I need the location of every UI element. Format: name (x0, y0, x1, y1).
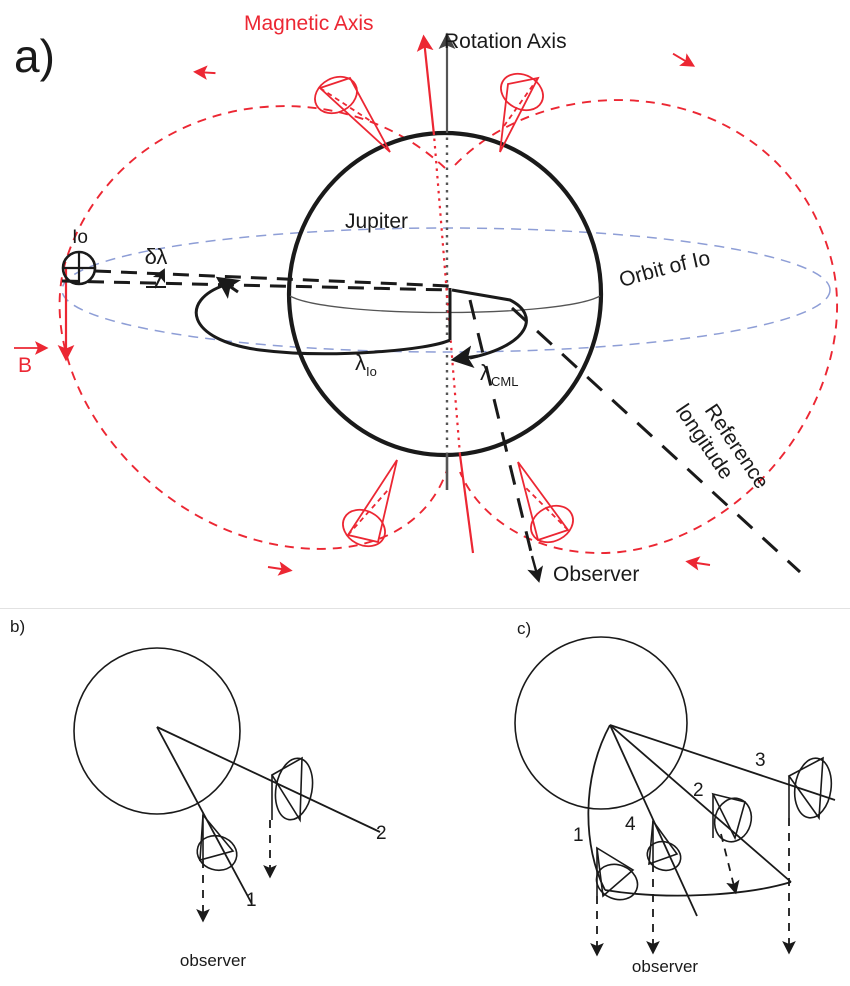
lambda-cml-arc (450, 288, 528, 369)
panel-c-observer-label: observer (632, 957, 698, 976)
panel-a-letter: a) (14, 30, 55, 82)
delta-lambda-label: δλ (145, 244, 168, 269)
panel-c-beam-arrow-2 (720, 833, 740, 895)
io-label: Io (72, 227, 88, 248)
panel-b-beam-axis-2 (156, 726, 381, 833)
magnetic-axis (416, 34, 475, 554)
observer-label: Observer (553, 563, 639, 586)
magnetic-field-vector-b: B (14, 268, 75, 377)
panel-c-beam-axis-2 (609, 724, 792, 883)
panel-b-letter: b) (10, 617, 25, 636)
panel-c-cone-label-4: 4 (625, 814, 636, 835)
panel-b-cone-1 (196, 812, 238, 872)
panel-c-cone-3 (787, 756, 833, 821)
panel-c-letter: c) (517, 619, 531, 638)
panel-c-footprint-arc (604, 881, 792, 897)
field-line-direction-arrows (193, 52, 711, 576)
panel-b-single-beam-geometry: b) 1 2 observer (10, 617, 387, 970)
panel-b-planet (73, 647, 241, 815)
panel-b-cone-2 (270, 756, 314, 823)
observer-direction-line (468, 299, 534, 557)
panel-c-beam-axis-3 (609, 724, 836, 801)
panel-divider (0, 608, 850, 609)
magnetic-field-line-left (58, 105, 448, 550)
jupiter-label: Jupiter (345, 210, 408, 233)
lambda-io-label: λIo (355, 350, 377, 379)
lambda-io-arc (194, 276, 452, 356)
emission-cone-lower-left (342, 459, 398, 548)
panel-c-cone-label-1: 1 (573, 825, 584, 846)
io-moon (61, 250, 97, 286)
b-field-label: B (18, 354, 32, 377)
panel-c-multi-beam-geometry: c) (514, 619, 836, 976)
observer-arrow (527, 555, 544, 583)
emission-cone-upper-left (314, 75, 391, 153)
panel-b-beam-axis-1 (156, 726, 253, 905)
panel-c-cone-2 (711, 792, 753, 843)
magnetic-field-line-right (454, 99, 839, 554)
panel-c-cone-label-2: 2 (693, 780, 704, 801)
panel-b-cone-label-1: 1 (246, 890, 257, 911)
rotation-axis-label: Rotation Axis (444, 30, 567, 53)
emission-cone-upper-right (499, 72, 544, 153)
panel-c-cone-1 (595, 846, 639, 901)
reference-longitude-dashed-line-left (61, 279, 451, 292)
panel-c-cone-label-3: 3 (755, 750, 766, 771)
jupiter-equator-front-arc (289, 295, 601, 314)
panel-c-planet (514, 636, 688, 810)
orbit-of-io-label: Orbit of Io (616, 247, 712, 293)
panel-b-cone-label-2: 2 (376, 823, 387, 844)
panel-c-cone-4 (646, 818, 682, 872)
reference-longitude-label: Reference longitude (671, 400, 773, 493)
panel-b-observer-label: observer (180, 951, 246, 970)
delta-lambda-angle-marker (146, 268, 166, 289)
magnetic-axis-label: Magnetic Axis (244, 12, 374, 35)
jupiter-sphere (286, 130, 604, 458)
reference-longitude-line (510, 306, 802, 574)
panel-a-jupiter-io-geometry: B Io δλ λIo (14, 12, 839, 586)
lambda-cml-label: λCML (480, 360, 518, 389)
emission-cone-lower-right (517, 461, 574, 544)
